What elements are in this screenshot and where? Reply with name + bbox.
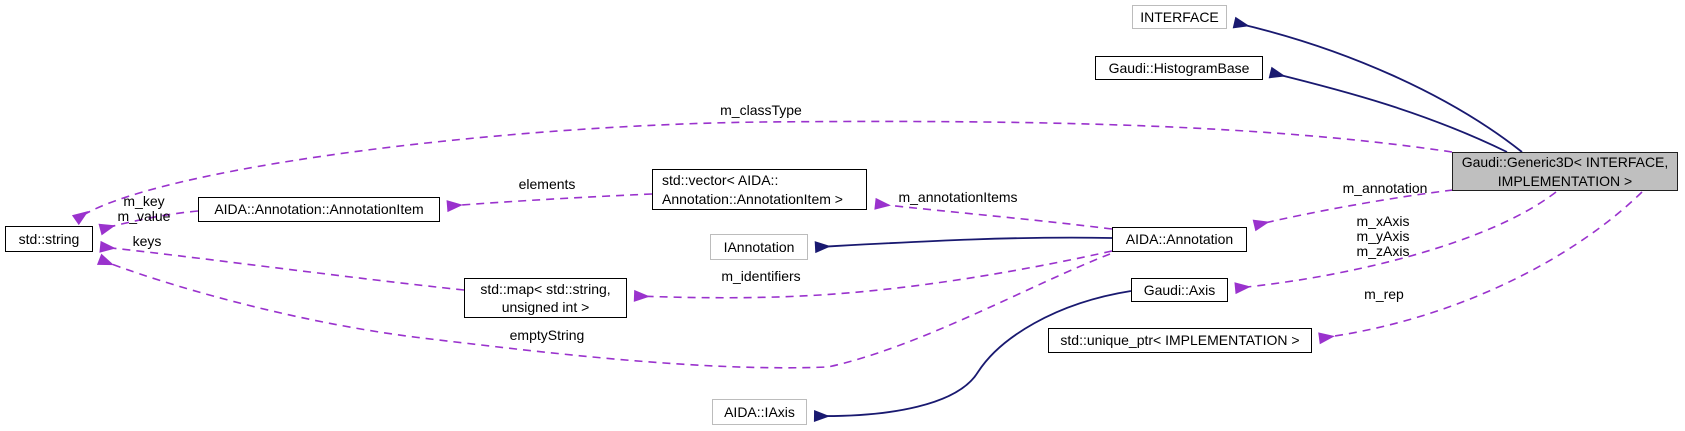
edge-m-classtype [71,120,1453,226]
node-std-map[interactable]: std::map< std::string, unsigned int > [464,278,627,318]
edge-m-identifiers [633,250,1113,302]
edge-elements [446,193,653,213]
edge-generic3d-to-histogrambase [1268,66,1508,153]
node-annotation[interactable]: AIDA::Annotation [1112,227,1247,252]
node-interface[interactable]: INTERFACE [1132,5,1227,29]
node-std-string[interactable]: std::string [5,226,93,252]
node-generic3d[interactable]: Gaudi::Generic3D< INTERFACE, IMPLEMENTAT… [1452,152,1678,191]
node-std-vector[interactable]: std::vector< AIDA:: Annotation::Annotati… [652,169,867,210]
edge-m-annotation [1252,189,1454,232]
node-histogram-base[interactable]: Gaudi::HistogramBase [1095,56,1263,80]
node-unique-ptr[interactable]: std::unique_ptr< IMPLEMENTATION > [1048,328,1312,353]
node-iannotation[interactable]: IAnnotation [710,234,808,260]
edge-m-annotationitems [874,197,1113,230]
edge-axis-to-iaxis [813,290,1132,422]
edge-emptystring [96,253,1111,369]
edge-generic3d-to-interface [1232,16,1523,153]
node-annotation-item[interactable]: AIDA::Annotation::AnnotationItem [198,197,440,222]
node-axis[interactable]: Gaudi::Axis [1131,278,1228,302]
edge-m-rep [1318,191,1643,345]
node-iaxis[interactable]: AIDA::IAxis [712,399,807,425]
edge-m-axes [1234,191,1557,295]
edge-m-key-value [98,210,199,236]
edge-annotation-to-iannotation [814,236,1113,254]
edge-keys [99,240,465,291]
